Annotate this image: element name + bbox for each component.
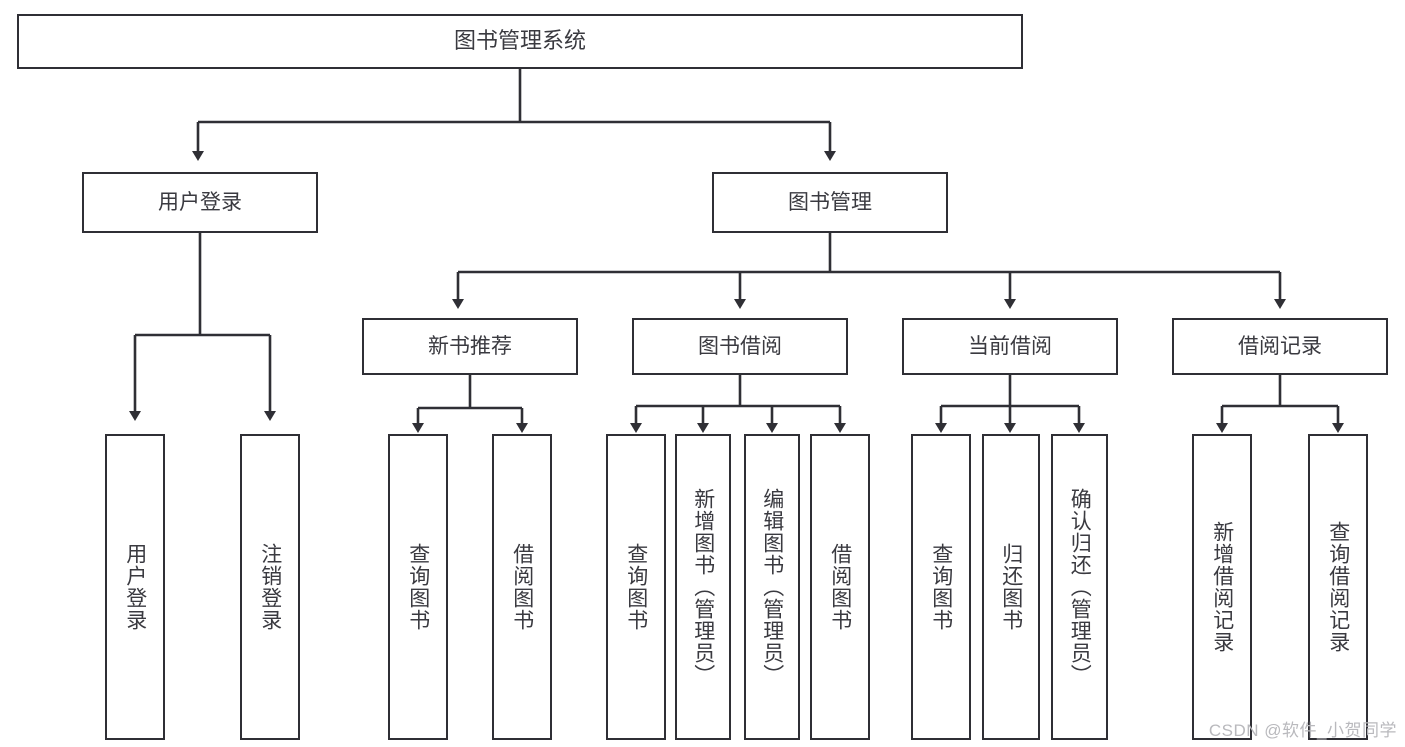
leaf-borrow-book-recommend-label: 借阅图书 (510, 543, 534, 631)
node-root-label: 图书管理系统 (453, 28, 586, 54)
node-root[interactable]: 图书管理系统 (17, 14, 1023, 69)
leaf-query-book-recommend-label: 查询图书 (406, 543, 430, 631)
node-new-book-recommend-label: 新书推荐 (428, 334, 512, 358)
leaf-add-borrow-record-label: 新增借阅记录 (1210, 521, 1234, 653)
leaf-borrow-book-label: 借阅图书 (828, 543, 852, 631)
leaf-add-borrow-record[interactable]: 新增借阅记录 (1192, 434, 1252, 740)
leaf-query-book-borrow-label: 查询图书 (624, 543, 648, 631)
leaf-confirm-return-admin-label: 确认归还（管理员） (1068, 488, 1092, 686)
node-new-book-recommend[interactable]: 新书推荐 (362, 318, 578, 375)
leaf-user-login-label: 用户登录 (123, 543, 147, 631)
leaf-edit-book-admin-label: 编辑图书（管理员） (760, 488, 784, 686)
leaf-edit-book-admin[interactable]: 编辑图书（管理员） (744, 434, 800, 740)
leaf-confirm-return-admin[interactable]: 确认归还（管理员） (1051, 434, 1108, 740)
leaf-add-book-admin[interactable]: 新增图书（管理员） (675, 434, 731, 740)
leaf-query-borrow-record[interactable]: 查询借阅记录 (1308, 434, 1368, 740)
leaf-add-book-admin-label: 新增图书（管理员） (691, 488, 715, 686)
leaf-logout-label: 注销登录 (258, 543, 282, 631)
node-current-borrow[interactable]: 当前借阅 (902, 318, 1118, 375)
leaf-query-book-current-label: 查询图书 (929, 543, 953, 631)
node-book-management[interactable]: 图书管理 (712, 172, 948, 233)
leaf-query-borrow-record-label: 查询借阅记录 (1326, 521, 1350, 653)
node-user-login-label: 用户登录 (158, 190, 242, 214)
leaf-return-book[interactable]: 归还图书 (982, 434, 1040, 740)
leaf-query-book-recommend[interactable]: 查询图书 (388, 434, 448, 740)
node-user-login[interactable]: 用户登录 (82, 172, 318, 233)
leaf-borrow-book-recommend[interactable]: 借阅图书 (492, 434, 552, 740)
leaf-logout[interactable]: 注销登录 (240, 434, 300, 740)
node-current-borrow-label: 当前借阅 (968, 334, 1052, 358)
watermark-text: CSDN @软件_小贺同学 (1208, 721, 1397, 740)
leaf-query-book-current[interactable]: 查询图书 (911, 434, 971, 740)
node-borrow-records[interactable]: 借阅记录 (1172, 318, 1388, 375)
node-book-borrow[interactable]: 图书借阅 (632, 318, 848, 375)
leaf-borrow-book[interactable]: 借阅图书 (810, 434, 870, 740)
node-book-management-label: 图书管理 (788, 190, 872, 214)
leaf-user-login[interactable]: 用户登录 (105, 434, 165, 740)
leaf-return-book-label: 归还图书 (999, 543, 1023, 631)
leaf-query-book-borrow[interactable]: 查询图书 (606, 434, 666, 740)
node-book-borrow-label: 图书借阅 (698, 334, 782, 358)
node-borrow-records-label: 借阅记录 (1238, 334, 1322, 358)
